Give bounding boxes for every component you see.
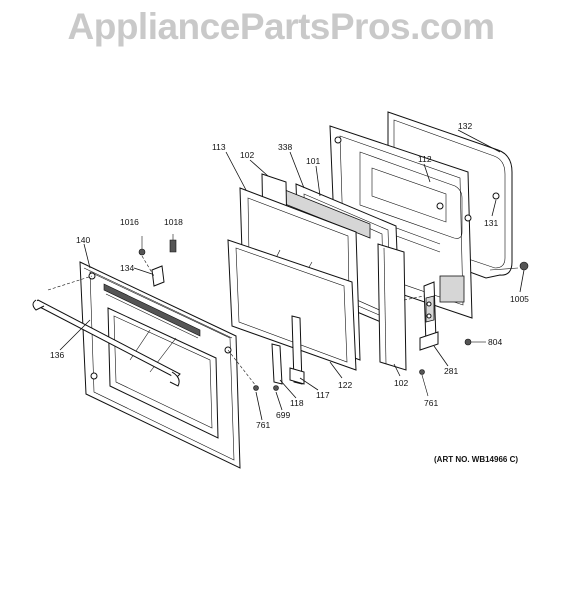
label-804: 804	[488, 337, 502, 347]
part-131-screw	[492, 192, 500, 200]
label-101: 101	[306, 156, 320, 166]
part-117-bracket	[289, 315, 305, 385]
part-699-screw	[273, 385, 279, 391]
part-761-screw-right	[419, 369, 429, 397]
label-113: 113	[212, 142, 226, 152]
part-122-glass-frame	[227, 239, 357, 371]
art-number: (ART NO. WB14966 C)	[434, 455, 518, 464]
label-140: 140	[76, 235, 90, 245]
label-122: 122	[338, 380, 352, 390]
label-338: 338	[278, 142, 292, 152]
label-761-right: 761	[424, 398, 438, 408]
alignment-lines	[47, 255, 425, 387]
part-136-door-handle	[32, 299, 181, 387]
leader-lines	[59, 129, 525, 421]
label-102-top: 102	[240, 150, 254, 160]
label-132: 132	[458, 121, 472, 131]
part-118-bracket	[271, 343, 283, 385]
label-118: 118	[290, 398, 304, 408]
part-102-right-strip	[377, 243, 407, 371]
label-117: 117	[316, 390, 330, 400]
label-699: 699	[276, 410, 290, 420]
label-1005: 1005	[510, 294, 529, 304]
watermark-text: AppliancePartsPros.com	[67, 6, 495, 47]
part-761-screw-left	[253, 385, 259, 391]
part-1016-screw	[138, 236, 146, 256]
label-131: 131	[484, 218, 498, 228]
label-761-left: 761	[256, 420, 270, 430]
label-136: 136	[50, 350, 64, 360]
part-281-hinge	[419, 281, 439, 351]
label-1018: 1018	[164, 217, 183, 227]
label-102-bottom: 102	[394, 378, 408, 388]
label-1016: 1016	[120, 217, 139, 227]
label-112: 112	[418, 154, 432, 164]
label-281: 281	[444, 366, 458, 376]
part-number-labels: 113 102 338 101 132 112 131 1005 1016 10…	[50, 121, 529, 464]
part-134-handle-mount	[151, 265, 165, 287]
part-804-screw	[464, 338, 486, 346]
label-134: 134	[120, 263, 134, 273]
part-1018-screw	[169, 234, 177, 253]
